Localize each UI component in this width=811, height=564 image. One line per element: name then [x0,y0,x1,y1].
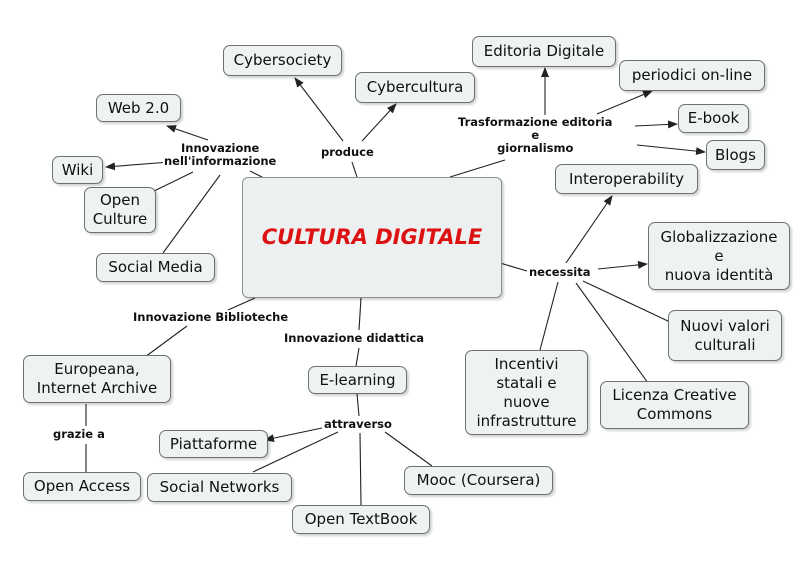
node-open-culture: Open Culture [84,187,156,233]
node-cybersociety: Cybersociety [223,45,342,76]
node-piattaforme: Piattaforme [159,430,268,458]
label-attraverso: attraverso [323,417,393,431]
node-ebook: E-book [678,104,749,133]
label-innovazione-informazione: Innovazione nell'informazione [163,141,278,168]
node-open-textbook: Open TextBook [292,505,430,534]
label-innovazione-didattica: Innovazione didattica [283,331,426,345]
node-licenza-creative-commons: Licenza Creative Commons [600,381,749,429]
node-social-media: Social Media [96,253,215,282]
node-cybercultura: Cybercultura [355,72,475,103]
node-open-access: Open Access [23,472,141,501]
central-node: CULTURA DIGITALE [242,177,502,298]
node-social-networks: Social Networks [147,473,292,502]
label-trasformazione: Trasformazione editoria e giornalismo [457,115,614,155]
label-produce: produce [320,145,375,159]
node-europeana: Europeana, Internet Archive [23,355,171,403]
node-interoperability: Interoperability [555,164,698,194]
label-grazie-a: grazie a [52,427,106,441]
node-nuovi-valori: Nuovi valori culturali [668,310,782,361]
node-blogs: Blogs [706,140,765,170]
node-mooc: Mooc (Coursera) [404,466,553,495]
node-web20: Web 2.0 [96,94,181,122]
label-necessita: necessita [528,265,592,279]
node-incentivi: Incentivi statali e nuove infrastrutture [465,350,588,435]
node-globalizzazione: Globalizzazione e nuova identità [648,222,790,290]
node-elearning: E-learning [308,366,407,394]
node-editoria-digitale: Editoria Digitale [472,36,616,67]
label-innovazione-biblioteche: Innovazione Biblioteche [132,310,290,324]
node-periodici-online: periodici on-line [619,60,765,91]
node-wiki: Wiki [52,156,103,184]
